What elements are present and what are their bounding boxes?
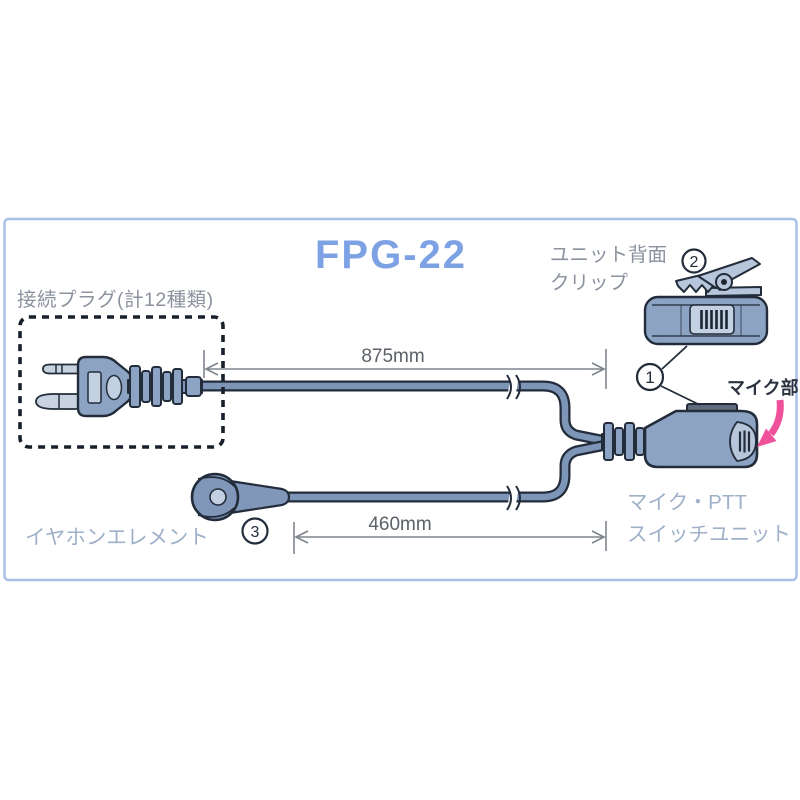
callout-3: 3: [241, 517, 269, 545]
earphone-element-label: イヤホンエレメント: [25, 526, 209, 549]
callout-2: 2: [681, 248, 707, 274]
dimension-460-label: 460mm: [368, 514, 431, 535]
plug-dashed-box: [18, 315, 225, 449]
page-title: FPG-22: [315, 233, 467, 277]
unit-back-clip-label-line2: クリップ: [550, 272, 629, 294]
connector-plug-label: 接続プラグ(計12種類): [17, 289, 214, 311]
mic-ptt-unit-label-line2: スイッチユニット: [627, 523, 791, 546]
callout-1-lines: [660, 345, 701, 406]
callout-1-number: 1: [645, 368, 654, 387]
cable-bottom: [286, 439, 608, 503]
cable-top: [200, 380, 608, 447]
slot-stripes: [700, 310, 728, 329]
callout-3-number: 3: [251, 524, 260, 541]
cable-break-top-icon: [506, 374, 521, 400]
dimension-875-label: 875mm: [361, 346, 424, 367]
unit-strain-relief: [601, 422, 649, 461]
earphone-stem: [228, 479, 291, 515]
clip-icon: [675, 257, 762, 297]
cable-break-bottom-icon: [506, 485, 521, 511]
mic-ptt-unit-label-line1: マイク・PTT: [627, 491, 747, 514]
callout-2-number: 2: [690, 254, 699, 271]
unit-back-clip-label-line1: ユニット背面: [550, 244, 667, 266]
plug-illustration: [35, 355, 203, 418]
clip-unit-illustration: [643, 257, 769, 346]
mic-part-arrow-icon: [757, 399, 784, 447]
earphone-illustration: [190, 472, 291, 522]
plug-strain-relief: [127, 365, 203, 408]
ptt-unit-illustration: [601, 403, 759, 469]
callout-1: 1: [635, 362, 665, 392]
mic-part-label: マイク部: [727, 377, 799, 398]
dimension-875: [203, 349, 607, 389]
unit-body: [643, 409, 759, 469]
plug-pin-bottom: [35, 393, 81, 410]
dimension-460: [293, 521, 607, 554]
ptt-button: [729, 421, 757, 462]
